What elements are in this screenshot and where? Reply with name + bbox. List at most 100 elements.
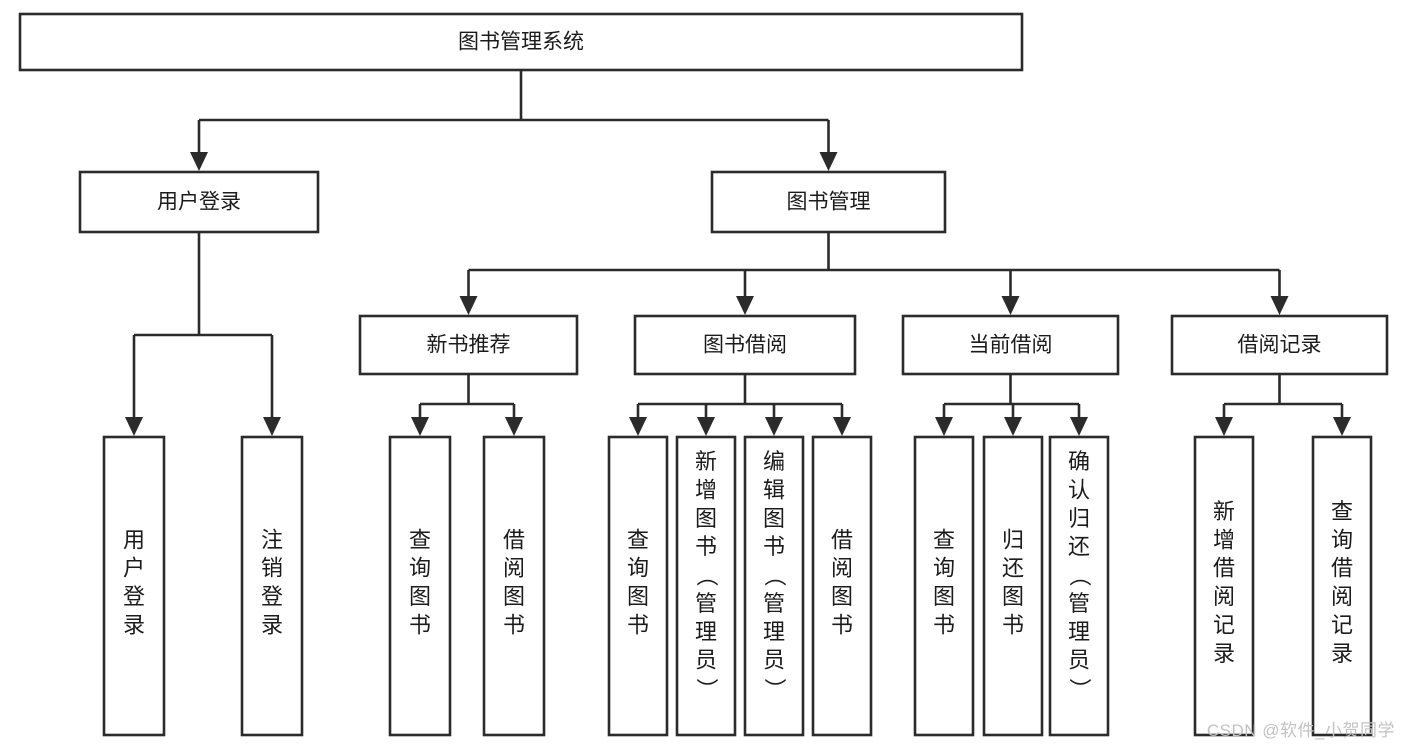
svg-text:员: 员	[1068, 648, 1090, 673]
node-book-manage[interactable]: 图书管理	[710, 170, 947, 234]
svg-text:查: 查	[1331, 499, 1353, 524]
arrow-head-icon	[125, 417, 143, 436]
arrow-head-icon	[736, 296, 754, 315]
svg-text:用: 用	[123, 527, 145, 552]
svg-text:询: 询	[409, 556, 431, 581]
node-box	[1193, 435, 1255, 737]
svg-text:（: （	[694, 565, 719, 587]
node-box	[1048, 435, 1110, 737]
svg-text:编: 编	[763, 449, 785, 474]
svg-text:借: 借	[1331, 556, 1353, 581]
svg-text:管: 管	[763, 591, 785, 616]
svg-text:书: 书	[933, 612, 955, 637]
svg-text:阅: 阅	[1331, 584, 1353, 609]
arrow-head-icon	[935, 417, 953, 436]
svg-text:借: 借	[831, 527, 853, 552]
svg-text:）: ）	[762, 678, 787, 700]
svg-text:注: 注	[261, 527, 283, 552]
svg-text:借: 借	[503, 527, 525, 552]
node-leaf-user-login[interactable]: 用户登录	[102, 435, 166, 737]
node-label: 当前借阅	[969, 334, 1053, 357]
svg-text:还: 还	[1068, 534, 1090, 559]
svg-text:）: ）	[1067, 678, 1092, 700]
node-box	[388, 435, 452, 737]
svg-text:书: 书	[831, 612, 853, 637]
node-box	[1311, 435, 1373, 737]
arrow-head-icon	[1333, 417, 1351, 436]
node-box	[78, 170, 320, 234]
node-borrow-record[interactable]: 借阅记录	[1170, 314, 1389, 376]
node-box	[913, 435, 975, 737]
node-box	[982, 435, 1044, 737]
svg-text:书: 书	[695, 534, 717, 559]
svg-text:阅: 阅	[1213, 584, 1235, 609]
node-box	[18, 12, 1024, 72]
node-box	[811, 435, 873, 737]
svg-text:（: （	[1067, 565, 1092, 587]
svg-text:询: 询	[627, 556, 649, 581]
arrow-head-icon	[411, 417, 429, 436]
node-root[interactable]: 图书管理系统	[18, 12, 1024, 72]
node-box	[901, 314, 1120, 376]
svg-text:管: 管	[695, 591, 717, 616]
arrow-head-icon	[263, 417, 281, 436]
arrow-head-icon	[505, 417, 523, 436]
node-box	[358, 314, 579, 376]
svg-text:图: 图	[831, 584, 853, 609]
node-label: 新书推荐	[427, 334, 511, 357]
svg-text:归: 归	[1068, 506, 1090, 531]
node-book-borrow[interactable]: 图书借阅	[633, 314, 857, 376]
node-box	[102, 435, 166, 737]
svg-text:理: 理	[1068, 619, 1090, 644]
svg-text:阅: 阅	[503, 556, 525, 581]
node-user-login[interactable]: 用户登录	[78, 170, 320, 234]
arrow-head-icon	[819, 152, 838, 171]
svg-text:认: 认	[1068, 477, 1090, 502]
node-label: 图书管理系统	[458, 31, 584, 54]
node-current-borrow[interactable]: 当前借阅	[901, 314, 1120, 376]
node-box	[675, 435, 737, 737]
svg-text:记: 记	[1213, 612, 1235, 637]
node-box	[240, 435, 304, 737]
svg-text:管: 管	[1068, 591, 1090, 616]
node-box	[482, 435, 546, 737]
svg-text:销: 销	[261, 556, 283, 581]
node-new-book-rec[interactable]: 新书推荐	[358, 314, 579, 376]
node-box	[743, 435, 805, 737]
svg-text:询: 询	[933, 556, 955, 581]
svg-text:户: 户	[123, 556, 145, 581]
svg-text:辑: 辑	[763, 477, 785, 502]
svg-text:图: 图	[409, 584, 431, 609]
svg-text:录: 录	[261, 612, 283, 637]
node-label: 用户登录	[157, 191, 241, 214]
svg-text:登: 登	[261, 584, 283, 609]
svg-text:图: 图	[763, 506, 785, 531]
svg-text:查: 查	[627, 527, 649, 552]
svg-text:图: 图	[933, 584, 955, 609]
svg-text:新: 新	[695, 449, 717, 474]
arrow-head-icon	[629, 417, 647, 436]
node-label: 借阅记录	[1238, 334, 1322, 357]
node-box	[607, 435, 669, 737]
node-label: 图书管理	[787, 191, 871, 214]
